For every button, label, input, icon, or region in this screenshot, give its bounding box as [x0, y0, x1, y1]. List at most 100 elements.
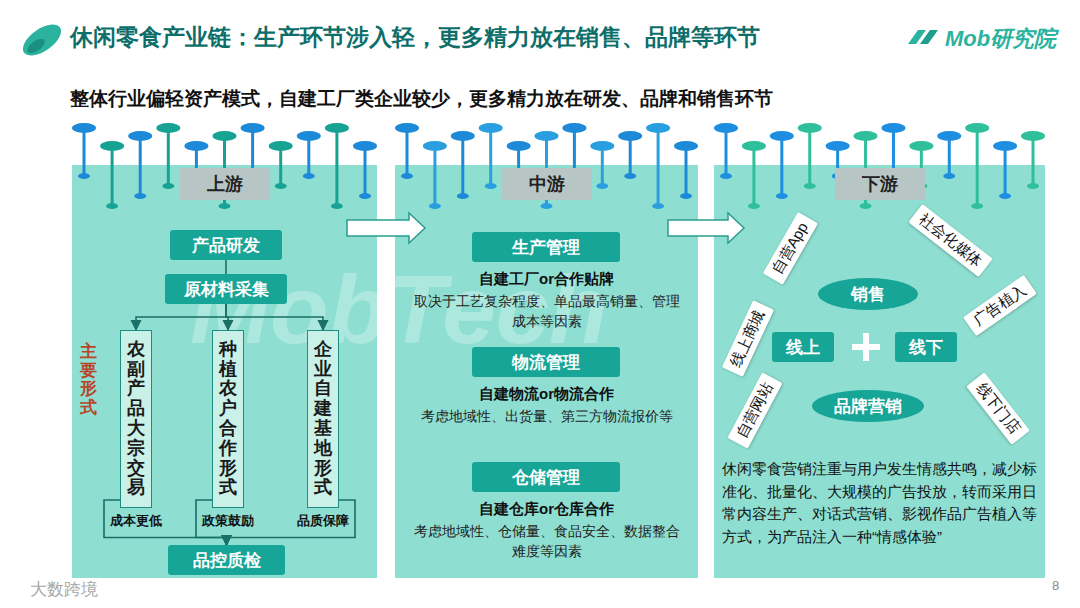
pin-base	[429, 203, 441, 209]
channel-oval: 品牌营销	[812, 390, 924, 422]
process-box: 品控质检	[168, 545, 285, 575]
form-box: 企业自建基地形式品质保障	[307, 330, 339, 508]
stage-arrow	[668, 213, 744, 243]
pin-head	[674, 141, 698, 151]
subtitle: 整体行业偏轻资产模式，自建工厂类企业较少，更多精力放在研发、品牌和销售环节	[70, 86, 773, 112]
pin-head	[770, 131, 794, 141]
stage-panel: 中游生产管理物流管理仓储管理	[395, 165, 698, 578]
pin-stem	[948, 136, 951, 176]
pin-stem	[685, 146, 688, 196]
stage-arrow	[347, 213, 425, 243]
tag-label: 线上商城	[727, 307, 770, 369]
pin-base	[624, 173, 636, 179]
pin-base	[219, 203, 231, 209]
pin-base	[275, 183, 287, 189]
pin-head	[714, 123, 738, 133]
pin-stem	[1032, 136, 1035, 186]
pin-head	[937, 131, 961, 141]
box-label: 仓储管理	[512, 466, 580, 489]
channel-tag: 线上商城	[722, 300, 774, 377]
channel-tag: 广告植入	[963, 274, 1037, 335]
pin-head	[826, 141, 850, 151]
panel-ground	[714, 165, 1045, 578]
flow-connector	[225, 260, 227, 274]
pin-base	[359, 193, 371, 199]
pin-head	[881, 123, 905, 133]
panel-ground	[395, 165, 698, 578]
stage-tab: 上游	[180, 168, 270, 200]
tag-label: 自营App	[768, 219, 813, 278]
process-box: 仓储管理	[472, 462, 620, 492]
pin-head	[241, 123, 265, 133]
pin-stem	[780, 136, 783, 196]
pin-head	[507, 141, 531, 151]
pin-head	[451, 131, 475, 141]
pin-stem	[629, 136, 632, 176]
pin-base	[860, 203, 872, 209]
pin-base	[596, 183, 608, 189]
pin-head	[535, 131, 559, 141]
pin-stem	[752, 146, 755, 206]
pin-head	[213, 131, 237, 141]
stage-panel: 下游销售线上线下品牌营销自营App社会化媒体线上商城广告植入自营网站线下门店	[714, 165, 1045, 578]
pin-head	[395, 123, 419, 133]
pin-stem	[335, 128, 338, 206]
plus-sign	[852, 333, 880, 361]
benefit-label: 政策鼓励	[202, 512, 254, 530]
box-label: 产品研发	[192, 234, 260, 257]
tag-label: 社会化媒体	[915, 209, 986, 270]
channel-tag: 自营App	[762, 212, 817, 285]
pin-stem	[976, 128, 979, 206]
pin-stem	[111, 146, 114, 206]
page-number: 8	[1052, 578, 1059, 593]
pin-base	[303, 173, 315, 179]
box-label: 销售	[851, 283, 885, 306]
pin-stem	[83, 128, 86, 176]
pin-head	[854, 131, 878, 141]
pin-head	[798, 123, 822, 133]
stage-panel: 上游产品研发原材料采集农副产品大宗交易成本更低种植农户合作形式政策鼓励企业自建基…	[72, 165, 377, 578]
box-label: 品控质检	[193, 549, 261, 572]
pin-base	[78, 173, 90, 179]
pin-base	[720, 173, 732, 179]
pin-stem	[139, 136, 142, 196]
channel-box: 线下	[895, 332, 957, 362]
pin-head	[909, 141, 933, 151]
pin-base	[331, 203, 343, 209]
pin-stem	[406, 128, 409, 176]
panel-ground	[72, 165, 377, 578]
option-text: 自建物流or物流合作	[395, 385, 698, 404]
stage-tab: 中游	[502, 168, 592, 200]
flow-connector	[136, 304, 226, 330]
stage-tab: 下游	[835, 168, 925, 200]
leaf-icon	[25, 36, 47, 56]
pin-stem	[279, 146, 282, 186]
logo-icon	[920, 30, 938, 44]
vertical-label: 企业自建基地形式	[314, 340, 332, 498]
box-label: 线上	[786, 336, 820, 359]
note-text: 考虑地域性、出货量、第三方物流报价等	[410, 407, 683, 427]
watermark: 大数跨境	[30, 578, 98, 601]
pin-base	[680, 193, 692, 199]
pin-base	[485, 183, 497, 189]
pin-stem	[433, 146, 436, 206]
pin-head	[590, 141, 614, 151]
tag-label: 广告植入	[970, 280, 1030, 330]
pin-stem	[1004, 146, 1007, 196]
pin-base	[971, 203, 983, 209]
pin-base	[457, 193, 469, 199]
flow-connector	[226, 304, 323, 330]
pin-base	[401, 173, 413, 179]
process-box: 产品研发	[170, 230, 282, 260]
pin-head	[562, 123, 586, 133]
side-note: 主要形式	[80, 343, 97, 418]
pin-stem	[808, 128, 811, 186]
pin-head	[100, 141, 124, 151]
pin-stem	[489, 128, 492, 186]
pin-stem	[657, 128, 660, 206]
vertical-label: 农副产品大宗交易	[127, 340, 145, 498]
pin-head	[479, 123, 503, 133]
